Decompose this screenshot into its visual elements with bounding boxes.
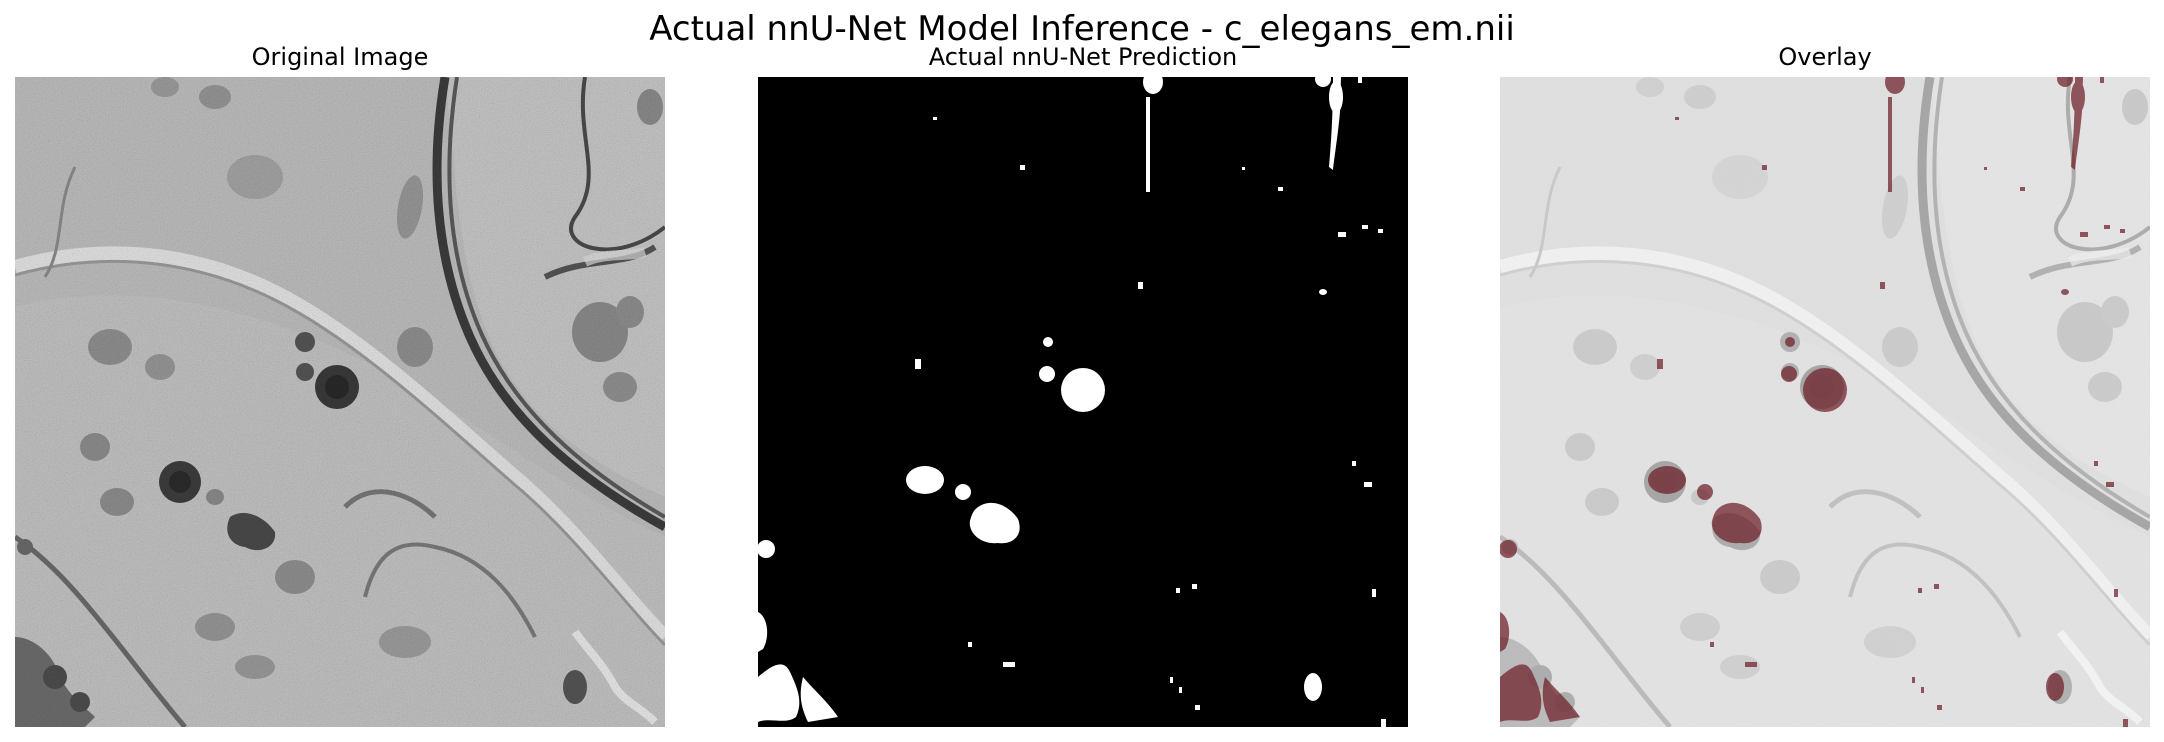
original-image: [15, 77, 665, 727]
panel-title-original: Original Image: [251, 43, 429, 71]
panel-title-overlay: Overlay: [1778, 43, 1872, 71]
figure-title: Actual nnU-Net Model Inference - c_elega…: [649, 9, 1515, 49]
panel-title-prediction: Actual nnU-Net Prediction: [928, 43, 1238, 71]
overlay-image: [1500, 77, 2150, 727]
prediction-mask: [758, 77, 1408, 727]
